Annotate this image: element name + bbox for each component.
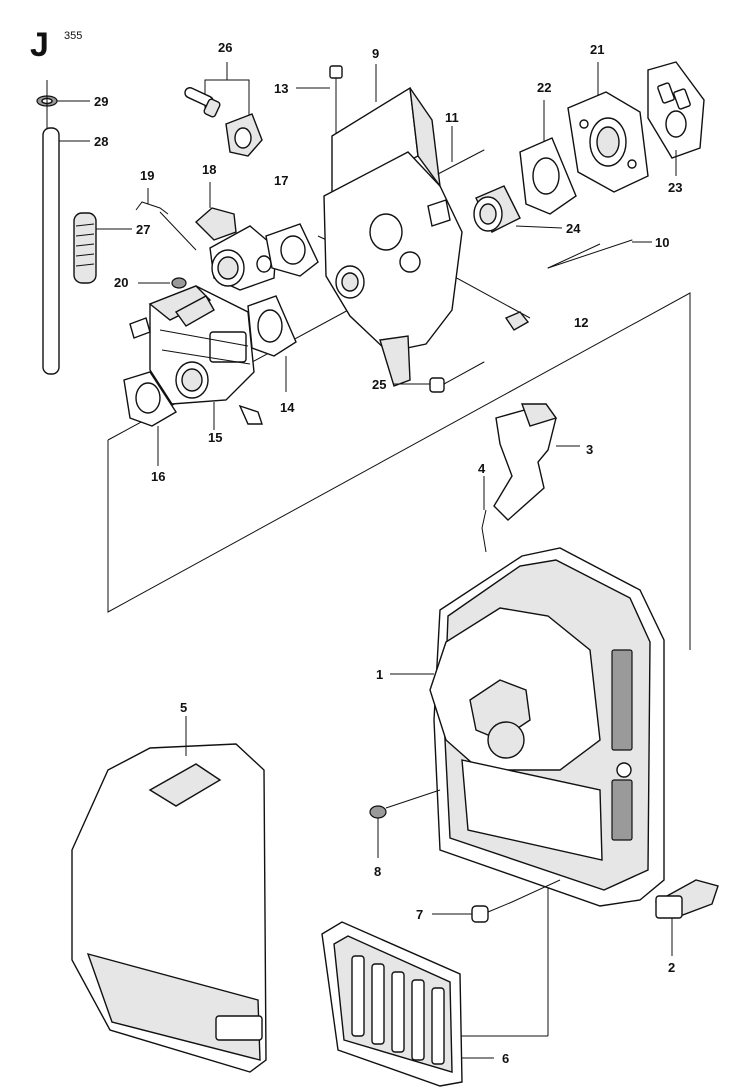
label-2: 2	[668, 960, 675, 975]
part-15-carburettor	[129, 285, 263, 430]
part-5-cover	[71, 716, 267, 1073]
label-21: 21	[590, 42, 604, 57]
label-28: 28	[94, 134, 108, 149]
model-code: 355	[64, 30, 83, 42]
part-3-bracket	[493, 403, 580, 521]
part-11-bolt	[437, 126, 485, 175]
part-9-intake-manifold	[323, 64, 463, 387]
part-27-hose	[73, 212, 132, 284]
label-26: 26	[218, 40, 232, 55]
part-19-wire	[135, 188, 197, 251]
part-18-intake-adapter	[194, 182, 277, 291]
section-letter: J	[30, 26, 49, 64]
label-12: 12	[574, 315, 588, 330]
part-6-filter	[321, 921, 494, 1087]
part-14-gasket	[247, 295, 297, 392]
part-21-insulator	[567, 62, 649, 193]
part-20-nut	[138, 277, 187, 289]
label-9: 9	[372, 46, 379, 61]
label-20: 20	[114, 275, 128, 290]
part-1-filter-housing	[390, 547, 665, 907]
label-23: 23	[668, 180, 682, 195]
part-4-clip	[481, 476, 487, 553]
part-10-bolt	[547, 239, 652, 269]
label-16: 16	[151, 469, 165, 484]
part-number-labels: 29 28 27 26 19 18 17 20 13 9 11 22 21 23…	[94, 40, 682, 1066]
part-8-nut	[369, 789, 441, 858]
label-27: 27	[136, 222, 150, 237]
part-12-nut	[504, 311, 530, 331]
part-16-gasket	[123, 371, 177, 466]
part-28-tube	[42, 80, 90, 375]
part-7-screw	[432, 879, 561, 923]
part-26-grommets	[184, 62, 263, 157]
label-25: 25	[372, 377, 386, 392]
label-18: 18	[202, 162, 216, 177]
label-29: 29	[94, 94, 108, 109]
label-6: 6	[502, 1051, 509, 1066]
part-23-gasket	[647, 61, 705, 176]
label-10: 10	[655, 235, 669, 250]
part-24-spacer	[473, 185, 563, 233]
label-3: 3	[586, 442, 593, 457]
label-11: 11	[445, 110, 459, 125]
part-29-clip	[36, 95, 90, 107]
label-5: 5	[180, 700, 187, 715]
label-4: 4	[478, 461, 486, 476]
label-14: 14	[280, 400, 295, 415]
part-2-latch	[654, 879, 719, 956]
label-1: 1	[376, 667, 383, 682]
label-24: 24	[566, 221, 581, 236]
label-19: 19	[140, 168, 154, 183]
label-15: 15	[208, 430, 222, 445]
label-7: 7	[416, 907, 423, 922]
part-25-bolt	[394, 361, 485, 393]
label-8: 8	[374, 864, 381, 879]
label-22: 22	[537, 80, 551, 95]
label-17: 17	[274, 173, 288, 188]
label-13: 13	[274, 81, 288, 96]
part-22-gasket	[519, 100, 577, 215]
